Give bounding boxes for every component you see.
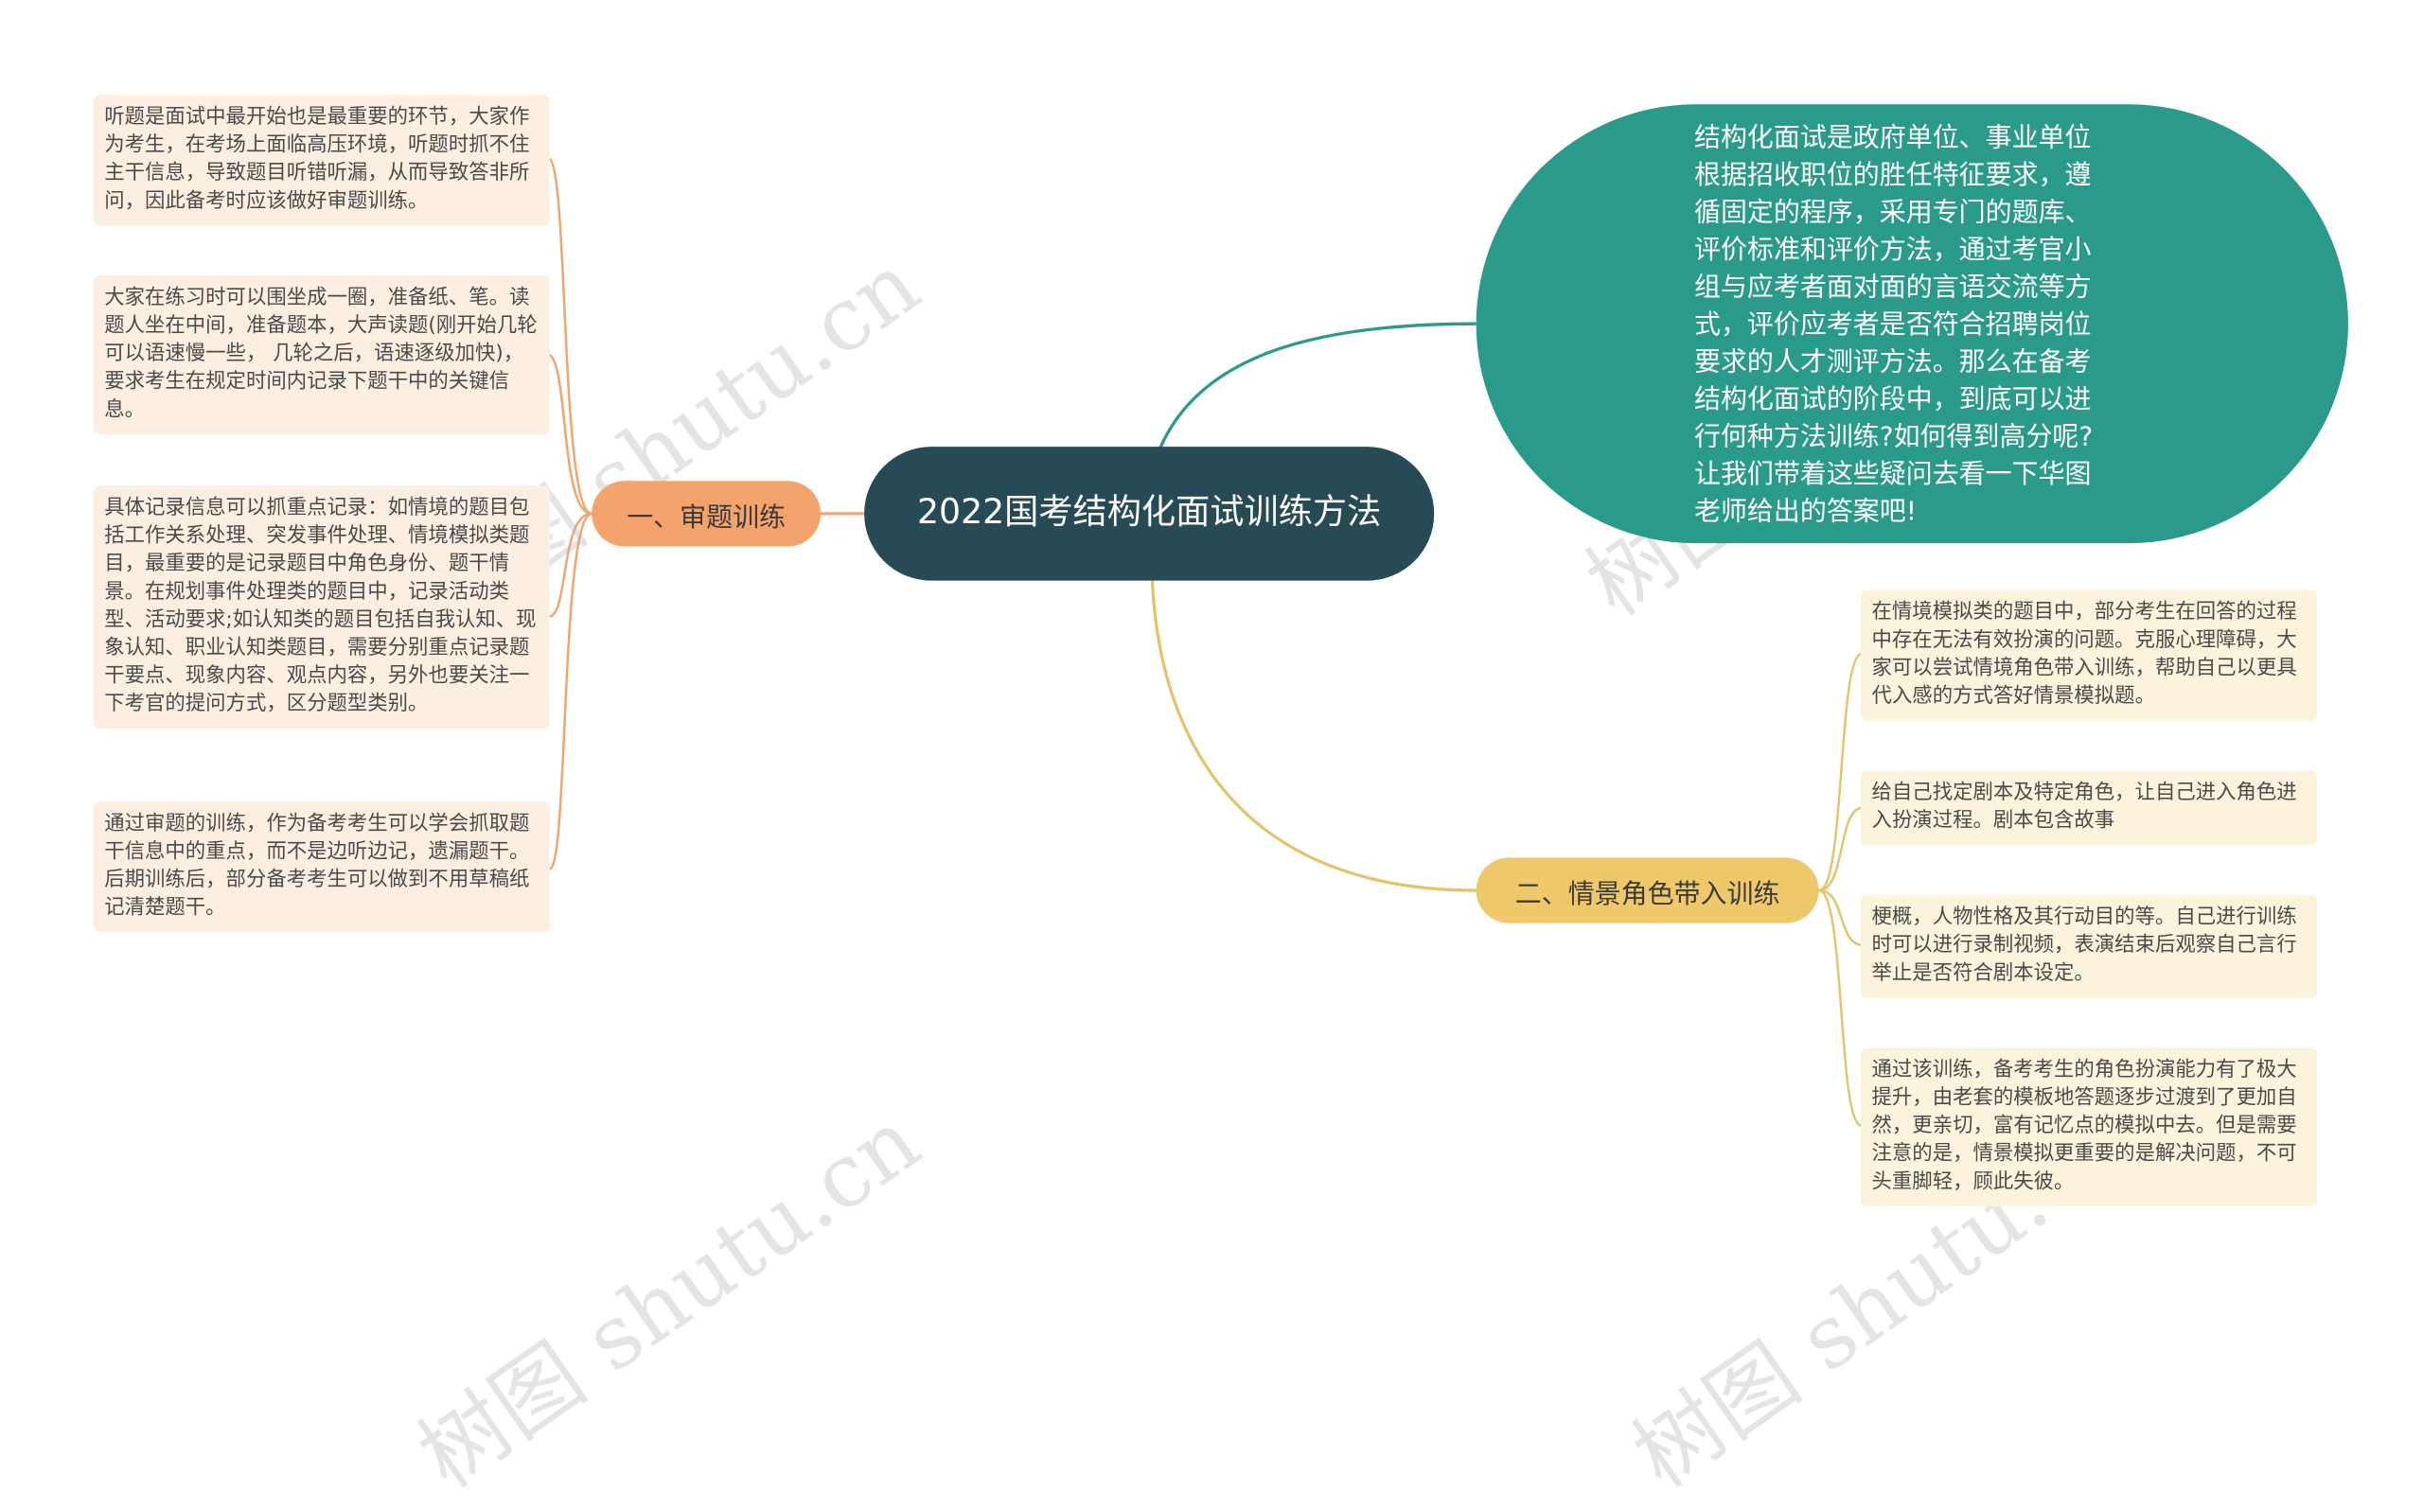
intro-node[interactable]: 结构化面试是政府单位、事业单位根据招收职位的胜任特征要求，遵循固定的程序，采用专… bbox=[1476, 104, 2348, 544]
leaf-node[interactable]: 给自己找定剧本及特定角色，让自己进入角色进入扮演过程。剧本包含故事 bbox=[1861, 770, 2318, 846]
leaf-text: 给自己找定剧本及特定角色，让自己进入角色进入扮演过程。剧本包含故事 bbox=[1871, 781, 2297, 834]
leaf-node[interactable]: 在情境模拟类的题目中，部分考生在回答的过程中存在无法有效扮演的问题。克服心理障碍… bbox=[1861, 589, 2318, 721]
leaf-text: 通过该训练，备考考生的角色扮演能力有了极大提升，由老套的模板地答题逐步过渡到了更… bbox=[1871, 1058, 2297, 1194]
branch-node-roleplay[interactable]: 二、情景角色带入训练 bbox=[1476, 857, 1819, 923]
mindmap-canvas: 树图 shutu.cn 树图 shutu.cn 树图 shutu.cn 树图 s… bbox=[93, 95, 2348, 1508]
intro-text: 结构化面试是政府单位、事业单位根据招收职位的胜任特征要求，遵循固定的程序，采用专… bbox=[1693, 122, 2094, 528]
leaf-node[interactable]: 通过该训练，备考考生的角色扮演能力有了极大提升，由老套的模板地答题逐步过渡到了更… bbox=[1861, 1047, 2318, 1207]
leaf-text: 大家在练习时可以围坐成一圈，准备纸、笔。读题人坐在中间，准备题本，大声读题(刚开… bbox=[104, 286, 538, 422]
leaf-node[interactable]: 具体记录信息可以抓重点记录：如情境的题目包括工作关系处理、突发事件处理、情境模拟… bbox=[93, 485, 550, 729]
leaf-node[interactable]: 通过审题的训练，作为备考考生可以学会抓取题干信息中的重点，而不是边听边记，遗漏题… bbox=[93, 801, 550, 933]
leaf-text: 听题是面试中最开始也是最重要的环节，大家作为考生，在考场上面临高压环境，听题时抓… bbox=[104, 105, 530, 214]
branch-label: 一、审题训练 bbox=[627, 501, 787, 534]
leaf-text: 通过审题的训练，作为备考考生可以学会抓取题干信息中的重点，而不是边听边记，遗漏题… bbox=[104, 812, 530, 921]
branch-label: 二、情景角色带入训练 bbox=[1514, 878, 1780, 910]
connector-lines bbox=[548, 157, 1862, 1127]
leaf-text: 梗概，人物性格及其行动目的等。自己进行训练时可以进行录制视频，表演结束后观察自己… bbox=[1871, 905, 2297, 986]
leaf-node[interactable]: 大家在练习时可以围坐成一圈，准备纸、笔。读题人坐在中间，准备题本，大声读题(刚开… bbox=[93, 275, 550, 435]
leaf-text: 在情境模拟类的题目中，部分考生在回答的过程中存在无法有效扮演的问题。克服心理障碍… bbox=[1871, 601, 2297, 709]
leaf-node[interactable]: 梗概，人物性格及其行动目的等。自己进行训练时可以进行录制视频，表演结束后观察自己… bbox=[1861, 894, 2318, 998]
branch-node-review[interactable]: 一、审题训练 bbox=[592, 481, 822, 547]
root-title: 2022国考结构化面试训练方法 bbox=[917, 493, 1382, 533]
leaf-node[interactable]: 听题是面试中最开始也是最重要的环节，大家作为考生，在考场上面临高压环境，听题时抓… bbox=[93, 95, 550, 226]
root-node[interactable]: 2022国考结构化面试训练方法 bbox=[864, 447, 1435, 581]
leaf-text: 具体记录信息可以抓重点记录：如情境的题目包括工作关系处理、突发事件处理、情境模拟… bbox=[104, 496, 537, 716]
